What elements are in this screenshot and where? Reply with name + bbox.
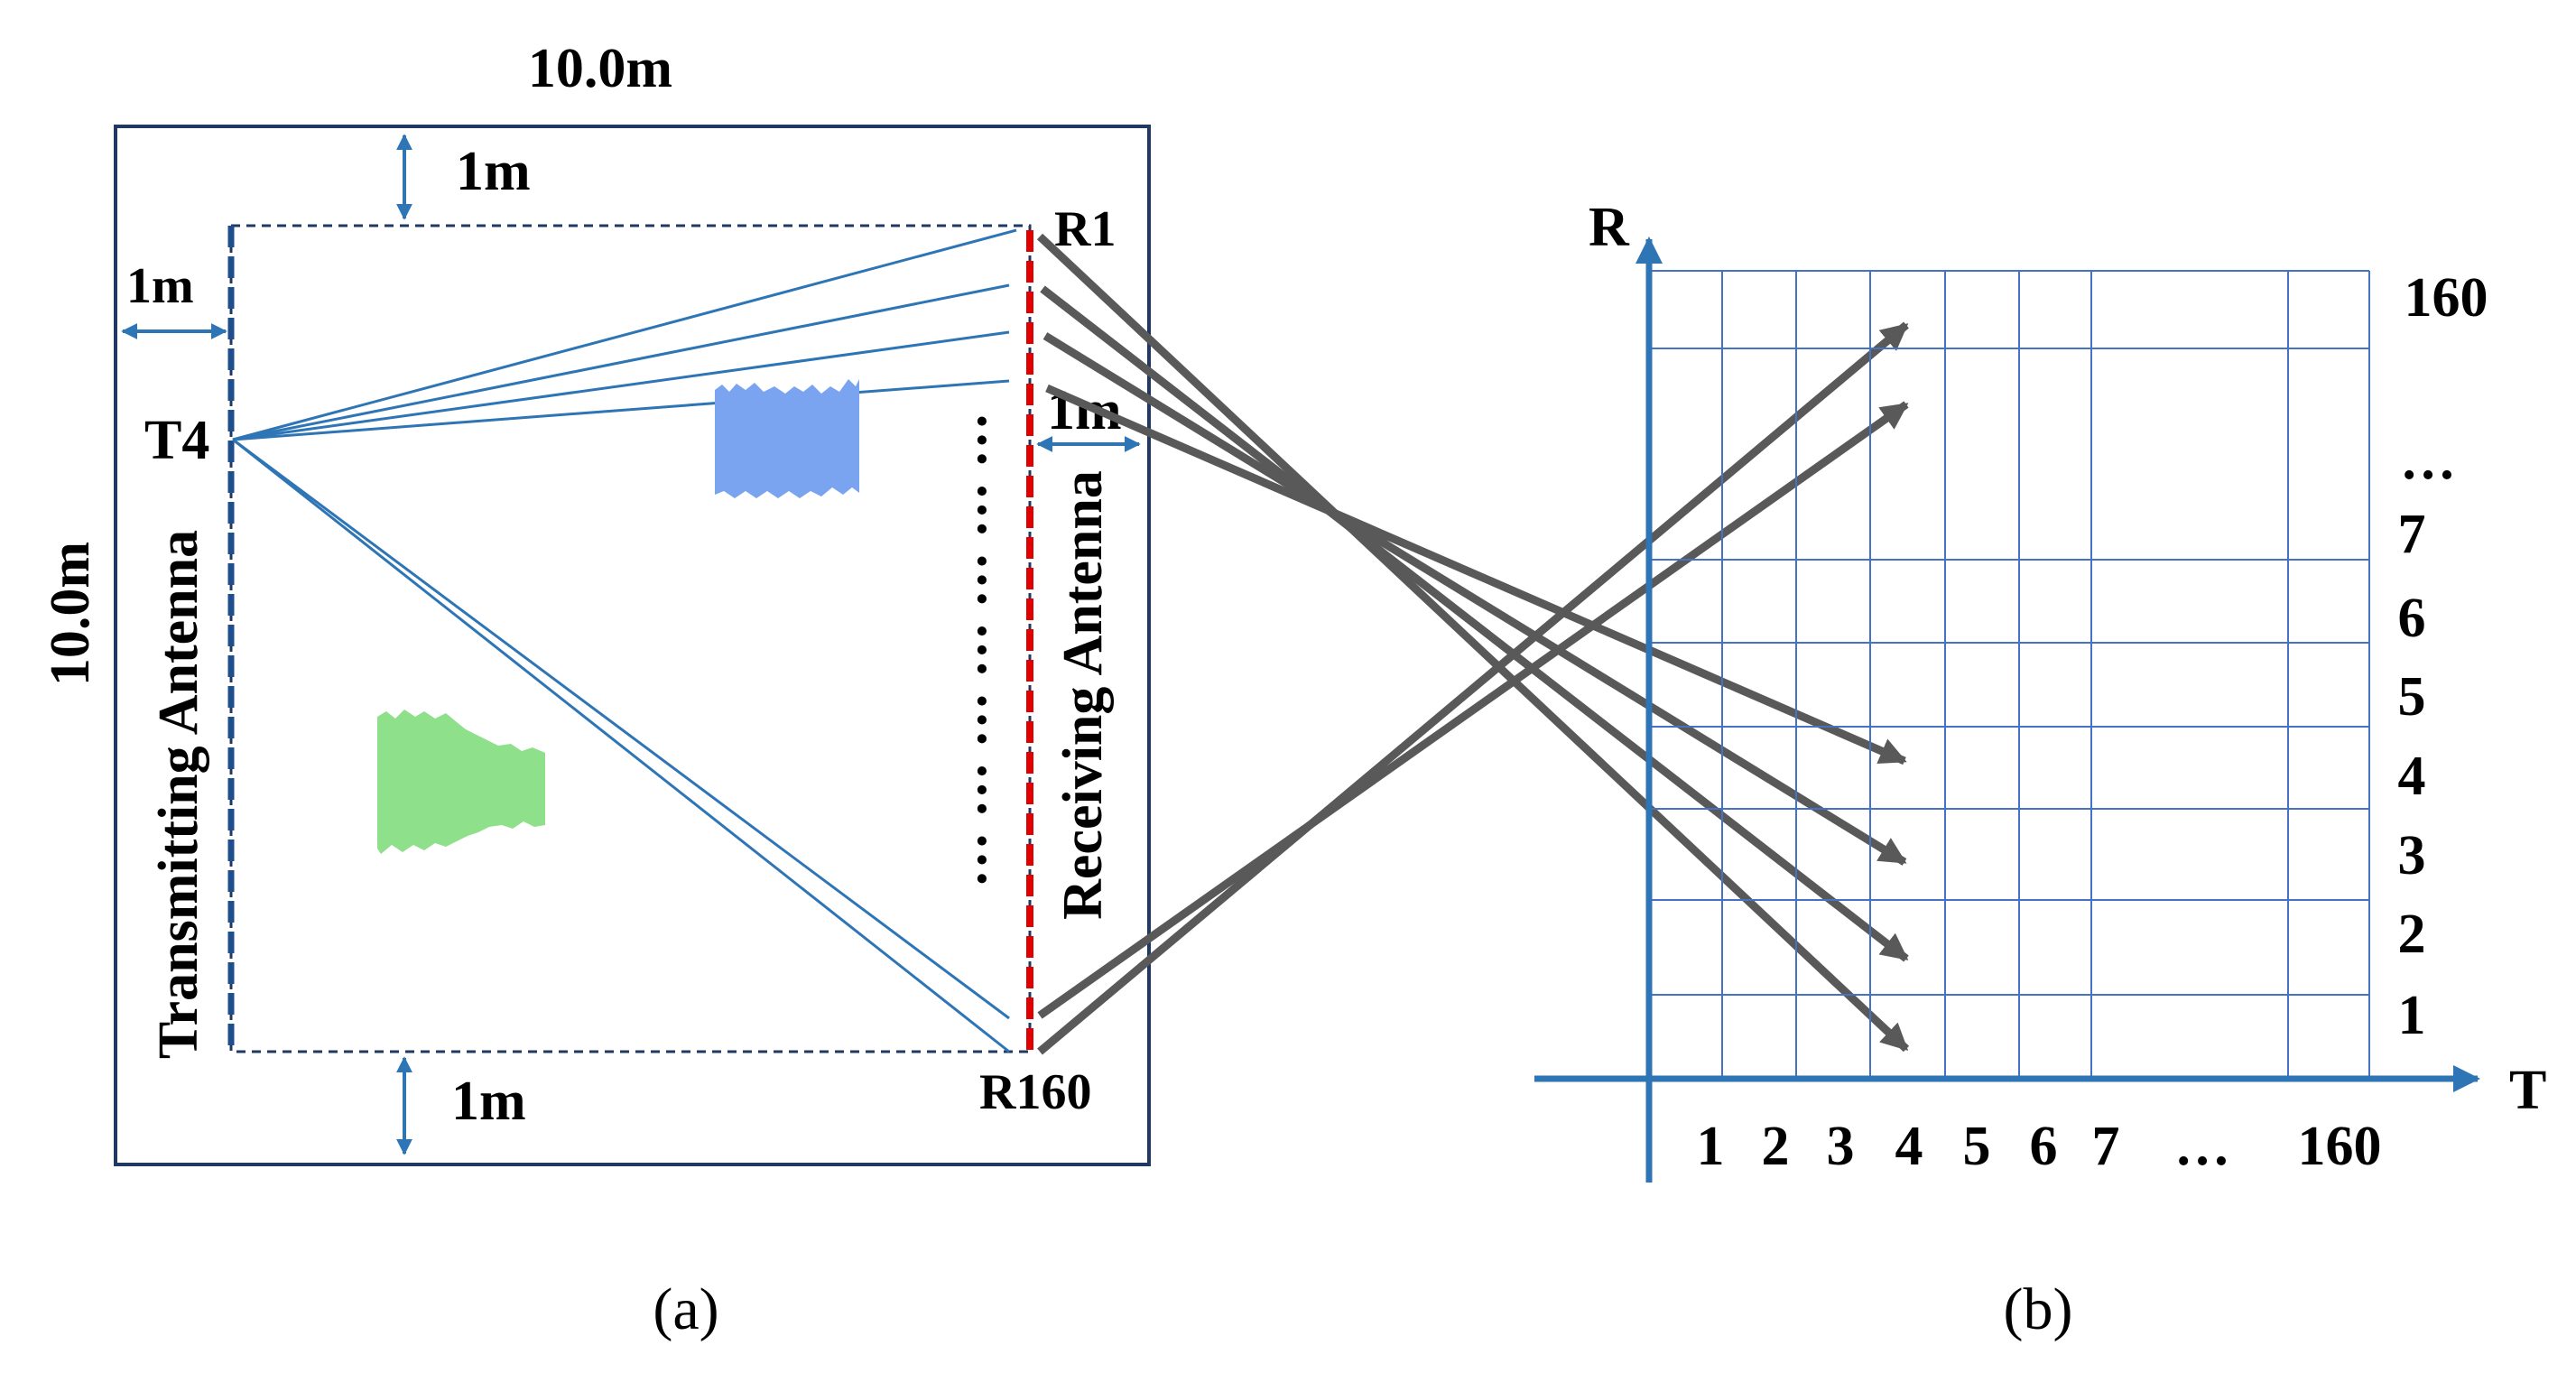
y-tick-label: 7 <box>2398 504 2426 565</box>
room-frame <box>114 125 1151 1166</box>
target-blue <box>715 379 859 498</box>
caption-b: (b) <box>2004 1276 2073 1342</box>
x-tick-label: 7 <box>2092 1116 2120 1177</box>
x-tick-label: 2 <box>1762 1116 1790 1177</box>
y-tick-label: 4 <box>2398 746 2426 807</box>
left-margin-label: 1m <box>126 258 194 314</box>
x-axis-label: T <box>2509 1060 2546 1121</box>
y-tick-labels: 1 2 3 4 5 6 7 … 160 <box>2398 267 2488 1046</box>
imaging-area <box>229 224 1032 1053</box>
y-tick-label: 3 <box>2398 825 2426 886</box>
grid <box>1649 270 2370 1079</box>
y-tick-label: 2 <box>2398 904 2426 965</box>
transmitting-antenna-label: Transmitting Antenna <box>148 530 209 1059</box>
x-tick-label: 5 <box>1963 1116 1991 1177</box>
y-tick-label: 6 <box>2398 588 2426 649</box>
x-tick-label: 160 <box>2298 1116 2382 1177</box>
mapping-arrows <box>1036 233 1910 1055</box>
y-tick-label: 160 <box>2405 267 2488 329</box>
x-tick-label: 6 <box>2030 1116 2058 1177</box>
transmission-rays <box>232 228 1017 1053</box>
x-tick-label: 3 <box>1827 1116 1855 1177</box>
mapping-arrow <box>1037 321 1909 1055</box>
panel-b: R T 1 2 3 4 5 6 7 … 160 1 2 3 4 5 6 7 … … <box>1534 197 2546 1183</box>
mapping-arrow <box>1040 285 1909 962</box>
receiver-ellipsis: … … … … … … … <box>937 413 998 888</box>
y-tick-label: 5 <box>2398 666 2426 728</box>
target-green <box>377 710 545 854</box>
caption-a: (a) <box>653 1276 718 1342</box>
x-tick-label: 4 <box>1895 1116 1923 1177</box>
mapping-arrow <box>1045 384 1907 765</box>
receiver-first-label: R1 <box>1054 201 1116 257</box>
panel-a: 10.0m 10.0m 1m 1m 1m 1m Transmitting Ant… <box>40 38 1151 1166</box>
y-axis-label: R <box>1589 197 1630 258</box>
x-tick-labels: 1 2 3 4 5 6 7 … 160 <box>1697 1116 2382 1177</box>
mapping-arrow <box>1042 332 1907 866</box>
bottom-margin-label: 1m <box>451 1071 526 1132</box>
width-label: 10.0m <box>528 38 672 99</box>
height-label: 10.0m <box>40 542 101 686</box>
y-tick-label: … <box>2400 430 2456 491</box>
transmitter-label: T4 <box>144 410 209 471</box>
x-tick-label: … <box>2174 1116 2230 1177</box>
receiving-antenna-label: Receiving Antenna <box>1052 470 1114 920</box>
x-tick-label: 1 <box>1697 1116 1725 1177</box>
receiver-last-label: R160 <box>979 1064 1091 1120</box>
y-tick-label: 1 <box>2398 985 2426 1046</box>
mapping-arrow <box>1037 401 1909 1019</box>
mapping-arrow <box>1036 233 1910 1053</box>
top-margin-label: 1m <box>456 141 531 202</box>
